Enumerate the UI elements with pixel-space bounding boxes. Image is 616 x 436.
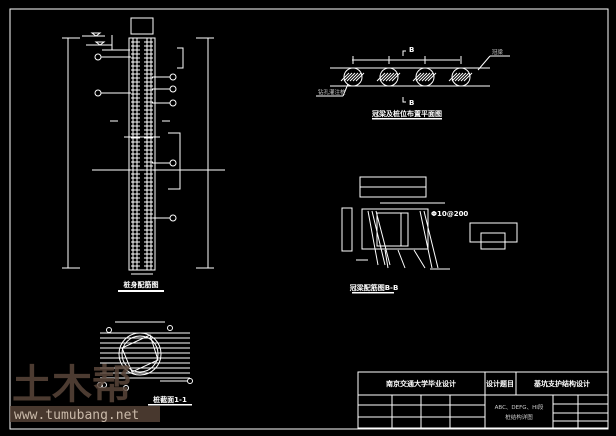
plan-label-pile: 钻孔灌注桩 [318,88,346,96]
beam-section-title: 冠梁配筋图B-B [350,283,399,292]
plan-label-beam: 冠梁 [492,48,504,56]
section-mark-bottom: B [409,99,414,107]
pile-cross-section: 桩截面1-1 [97,321,193,406]
drawing-name-line1: ABC、DEFG、HI段 [495,403,544,411]
title-block: 南京交通大学毕业设计 设计题目 基坑支护结构设计 ABC、DEFG、HI段 桩结… [357,371,609,429]
pile-elevation-title: 桩身配筋图 [124,280,159,289]
hatch-line [343,72,353,82]
hatch-line [418,72,428,82]
hatch-line [346,72,356,82]
hatch-line [388,72,398,82]
hatch-line [340,72,350,82]
pile-plan-circle [343,67,363,87]
pile-plan-circle [451,67,471,87]
watermark: 土木帮 www.tumubang.net [10,362,160,423]
beam-section: Φ10@200 冠梁配筋图B-B [341,176,518,294]
hatch-line [451,72,461,82]
pile-plan-view: B B 冠梁 钻孔灌注桩 冠梁及桩位布置平面图 [316,46,510,120]
pile-plan-circle [379,67,399,87]
watermark-url: www.tumubang.net [14,408,139,423]
hatch-line [349,72,359,82]
pile-plan-circle [415,67,435,87]
section-mark-top: B [409,46,414,54]
rebar-note: Φ10@200 [431,210,468,218]
hatch-line [391,72,401,82]
hatch-line [460,72,470,82]
hatch-line [355,72,365,82]
design-title-label: 设计题目 [486,379,514,388]
drawing-border [9,8,609,430]
hatch-line [382,72,392,82]
plan-title: 冠梁及桩位布置平面图 [372,109,442,118]
pile-section-title: 桩截面1-1 [153,395,187,404]
school-name: 南京交通大学毕业设计 [386,379,456,388]
hatch-line [424,72,434,82]
watermark-logo: 土木帮 [12,362,132,408]
hatch-line [421,72,431,82]
hatch-line [454,72,464,82]
hatch-line [448,72,458,82]
hatch-line [352,72,362,82]
hatch-line [415,72,425,82]
hatch-line [385,72,395,82]
drawing-name-line2: 桩结构详图 [505,413,533,421]
hatch-line [457,72,467,82]
hatch-line [412,72,422,82]
hatch-line [427,72,437,82]
hatch-line [463,72,473,82]
hatch-line [379,72,389,82]
hatch-line [376,72,386,82]
pile-elevation: 桩身配筋图 [62,17,225,292]
design-title: 基坑支护结构设计 [533,379,590,388]
